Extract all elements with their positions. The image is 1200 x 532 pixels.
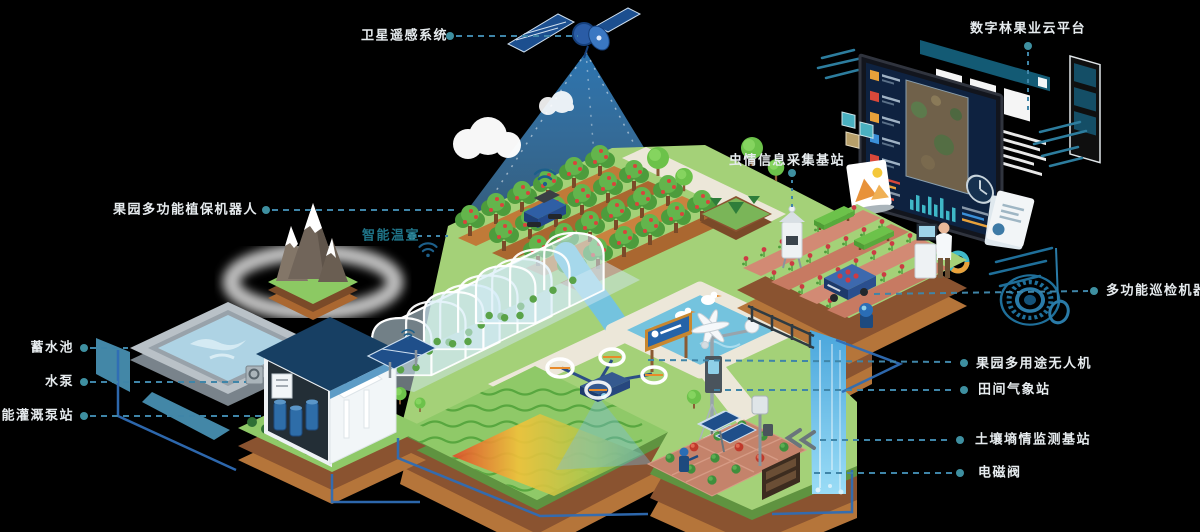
- inspection-robot: [859, 303, 873, 328]
- label-weather-station: 田间气象站: [978, 382, 1051, 398]
- greenhouse-wifi-icon: [418, 242, 438, 259]
- soil-garden: [646, 395, 808, 500]
- soil-monitor-pole: [751, 395, 773, 466]
- label-cloud-platform: 数字林果业云平台: [969, 21, 1087, 37]
- leader-drone: [647, 359, 957, 363]
- label-satellite-remote-sensing: 卫星遥感系统: [360, 28, 448, 44]
- label-smart-greenhouse: 智能温室: [362, 228, 421, 244]
- waterfall: [810, 330, 846, 495]
- leader-lines: [90, 35, 1089, 474]
- bridge-railing: [747, 304, 815, 350]
- pest-monitoring-station: [779, 205, 805, 269]
- loop-line: [1055, 247, 1059, 301]
- garden-solar-panels: [698, 410, 758, 453]
- label-multipurpose-drone: 果园多用途无人机: [976, 356, 1093, 372]
- irrigation-pipes: [116, 338, 904, 518]
- yard-solar-panel: [366, 329, 438, 378]
- label-water-pump: 水泵: [44, 374, 74, 390]
- drone: [545, 347, 668, 402]
- operator-kiosk: [914, 223, 938, 279]
- label-irrigation-pump-station: 智能灌溉泵站: [0, 408, 74, 424]
- protection-robot: [524, 168, 566, 228]
- pump-station: [238, 317, 438, 504]
- leader-dots: [80, 32, 1098, 477]
- valve-cabinet: [762, 452, 800, 500]
- inspection-decor: [984, 190, 1070, 326]
- label-solenoid-valve: 电磁阀: [978, 465, 1022, 481]
- person: [936, 222, 952, 278]
- target-disc-icon: [999, 274, 1061, 326]
- sprayer-figure: [679, 447, 699, 472]
- label-reservoir: 蓄水池: [30, 340, 74, 356]
- label-pest-station: 虫情信息采集基站: [728, 153, 846, 169]
- harvest-robot-cart: [824, 264, 876, 302]
- tile-icons: [841, 111, 874, 149]
- label-soil-station: 土壤墒情监测基站: [975, 432, 1092, 448]
- leader-inspection-robot: [873, 290, 1089, 295]
- satellite: [506, 7, 642, 59]
- wind-turbine: [691, 309, 730, 349]
- document-icon: [984, 190, 1035, 250]
- label-inspection-robot: 多功能巡检机器人: [1106, 283, 1200, 299]
- mountain-island: [222, 203, 404, 321]
- dash-decor-lines: [816, 48, 1088, 168]
- flower-field: [737, 204, 967, 364]
- drone-scan-beam: [556, 396, 652, 470]
- raised-planter: [700, 196, 772, 240]
- soil-station-arrows: [784, 428, 816, 450]
- ne-grove: [647, 137, 785, 240]
- label-protection-robot: 果园多功能植保机器人: [112, 202, 258, 218]
